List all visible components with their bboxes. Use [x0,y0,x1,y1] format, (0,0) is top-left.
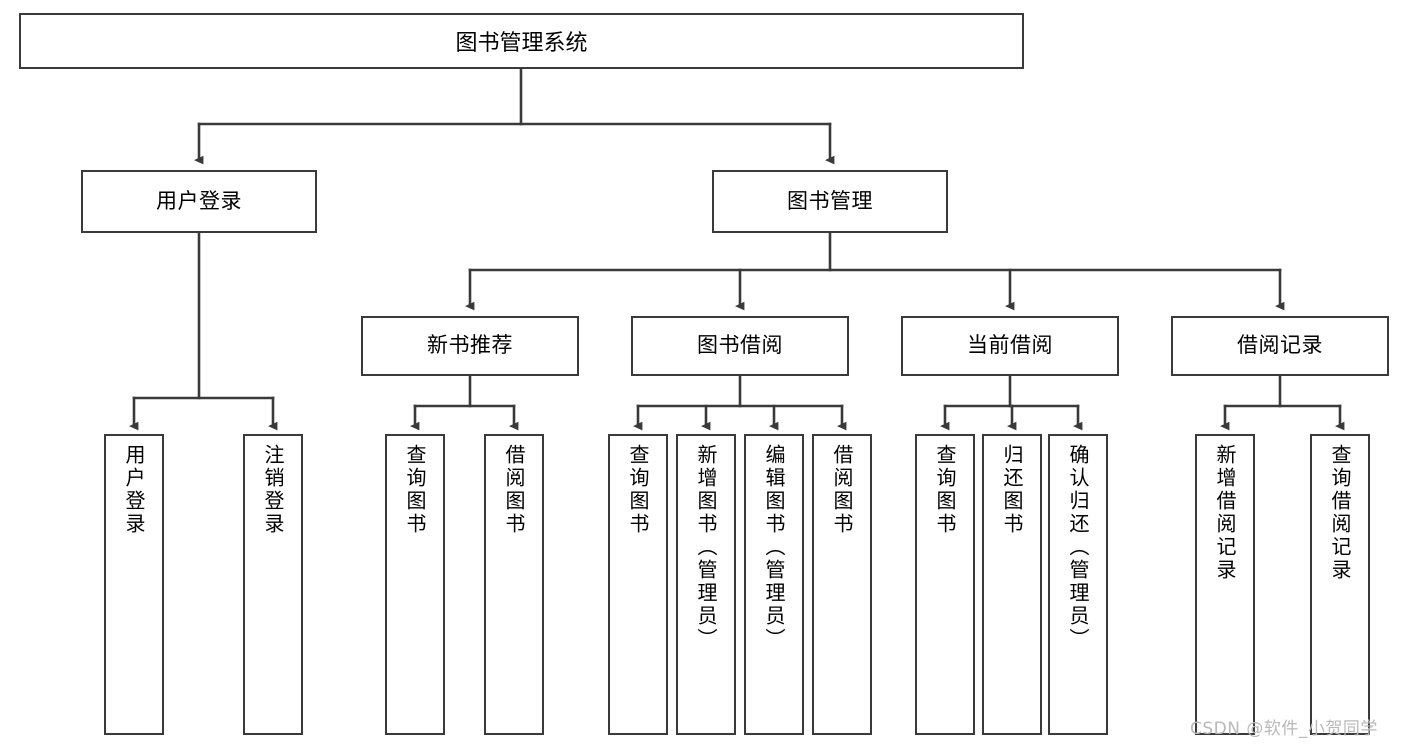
node-leaf-query-book-2[interactable]: 查询图书 [608,434,668,735]
node-label: 借阅图书 [502,444,526,536]
node-root-system[interactable]: 图书管理系统 [19,13,1024,69]
node-leaf-query-record[interactable]: 查询借阅记录 [1310,434,1370,735]
edge-group-root [194,67,835,165]
node-label: 新增借阅记录 [1213,444,1237,582]
node-label: 确认归还（管理员） [1066,444,1090,651]
node-label: 归还图书 [1000,444,1024,536]
node-label: 图书借阅 [697,333,783,358]
node-leaf-user-login[interactable]: 用户登录 [104,434,164,735]
node-label: 查询图书 [403,444,427,536]
node-leaf-borrow-book-2[interactable]: 借阅图书 [812,434,872,735]
node-new-book-recommend[interactable]: 新书推荐 [361,316,579,376]
node-label: 查询图书 [626,444,650,536]
node-label: 注销登录 [261,444,285,536]
node-label: 图书管理 [787,188,873,213]
node-label: 用户登录 [156,188,242,213]
node-label: 编辑图书（管理员） [762,444,786,651]
node-leaf-add-book[interactable]: 新增图书（管理员） [676,434,736,735]
edge-group-borrow-record [1220,374,1345,431]
node-book-borrow[interactable]: 图书借阅 [631,316,849,376]
node-label: 借阅图书 [830,444,854,536]
node-leaf-borrow-book-1[interactable]: 借阅图书 [484,434,544,735]
node-current-borrow[interactable]: 当前借阅 [901,316,1119,376]
node-user-login[interactable]: 用户登录 [81,170,317,233]
node-label: 新书推荐 [427,333,513,358]
node-leaf-add-record[interactable]: 新增借阅记录 [1195,434,1255,735]
node-label: 当前借阅 [967,333,1053,358]
edge-group-book-manage [465,231,1285,311]
node-leaf-query-book-1[interactable]: 查询图书 [385,434,445,735]
edge-group-book-borrow [633,374,847,431]
node-label: 查询图书 [933,444,957,536]
node-label: 图书管理系统 [455,31,588,56]
node-leaf-confirm-return[interactable]: 确认归还（管理员） [1048,434,1108,735]
node-book-manage[interactable]: 图书管理 [712,170,948,233]
watermark: CSDN @软件_小贺同学 [1190,719,1378,739]
node-label: 新增图书（管理员） [694,444,718,651]
node-label: 查询借阅记录 [1328,444,1352,582]
node-leaf-return-book[interactable]: 归还图书 [982,434,1042,735]
edge-group-current-borrow [940,374,1083,431]
edge-group-new-book-recommend [410,374,519,431]
edge-group-user-login [129,231,278,431]
node-leaf-query-book-3[interactable]: 查询图书 [915,434,975,735]
node-label: 借阅记录 [1237,333,1323,358]
node-leaf-user-logout[interactable]: 注销登录 [243,434,303,735]
node-label: 用户登录 [122,444,146,536]
node-borrow-record[interactable]: 借阅记录 [1171,316,1389,376]
node-leaf-edit-book[interactable]: 编辑图书（管理员） [744,434,804,735]
